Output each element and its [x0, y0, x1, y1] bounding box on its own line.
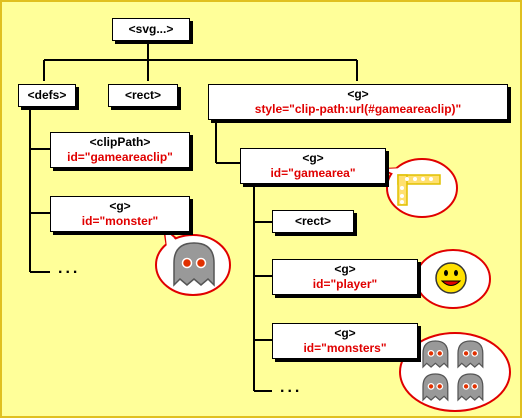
node-g-monster: <g> id="monster": [50, 196, 190, 232]
node-svg: <svg...>: [112, 18, 190, 41]
node-g-gamearea: <g> id="gamearea": [240, 148, 386, 184]
node-rect-inner: <rect>: [272, 210, 354, 233]
node-g-gamearea-tag: <g>: [302, 151, 324, 165]
node-g-root-attr: style="clip-path:url(#gameareaclip)": [254, 102, 462, 116]
node-g-root: <g> style="clip-path:url(#gameareaclip)": [208, 84, 508, 120]
node-g-player-attr: id="player": [312, 277, 378, 291]
node-g-root-tag: <g>: [347, 87, 369, 101]
node-g-monster-attr: id="monster": [81, 214, 159, 228]
gamearea-bubble: [378, 158, 458, 218]
node-g-player: <g> id="player": [272, 259, 418, 295]
node-g-monsters: <g> id="monsters": [272, 323, 418, 359]
node-g-gamearea-attr: id="gamearea": [270, 166, 356, 180]
monsters-bubble: [391, 332, 511, 412]
node-svg-tag: <svg...>: [128, 22, 174, 36]
node-defs-tag: <defs>: [27, 88, 67, 102]
node-rect-inner-tag: <rect>: [294, 214, 332, 228]
node-clippath-attr: id="gameareaclip": [67, 150, 173, 164]
monster-bubble: [155, 225, 231, 296]
node-rect-top-tag: <rect>: [124, 88, 162, 102]
node-rect-top: <rect>: [108, 84, 178, 107]
node-clippath-tag: <clipPath>: [89, 135, 151, 149]
node-defs: <defs>: [18, 84, 76, 107]
gamearea-ellipsis: ...: [280, 379, 303, 396]
node-g-monsters-tag: <g>: [334, 326, 356, 340]
player-bubble: [395, 249, 491, 309]
monster-group-icon: [422, 340, 484, 402]
node-g-player-tag: <g>: [334, 262, 356, 276]
node-g-monster-tag: <g>: [109, 199, 131, 213]
node-g-monsters-attr: id="monsters": [303, 341, 387, 355]
node-clippath: <clipPath> id="gameareaclip": [50, 132, 190, 168]
defs-ellipsis: ...: [58, 260, 81, 277]
player-smiley-icon: [435, 262, 467, 294]
monster-icon: [173, 242, 215, 287]
gamearea-corner-icon: [397, 174, 441, 206]
